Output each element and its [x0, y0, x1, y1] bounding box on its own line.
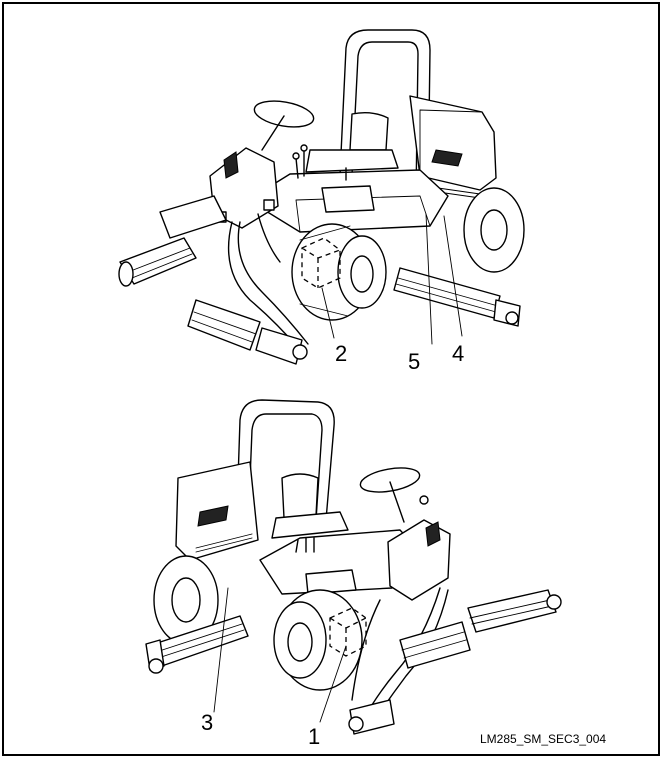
hose-top-a [227, 221, 301, 351]
figure-id: LM285_SM_SEC3_004 [480, 732, 607, 746]
rops-bar-top [339, 29, 431, 199]
callout-1: 1 [308, 724, 321, 749]
seat-cushion-bottom [271, 511, 349, 539]
tower-panel-top [223, 151, 239, 179]
reel-center-top [187, 299, 261, 351]
seat-back-top [349, 111, 389, 151]
leader-3 [213, 587, 229, 713]
hood-vent-bottom [197, 505, 229, 527]
floor-plate-bottom [305, 569, 357, 595]
leader-1 [319, 645, 347, 723]
callout-4: 4 [452, 341, 465, 366]
callout-3: 3 [201, 710, 214, 735]
leader-4 [443, 215, 463, 337]
levers-top [295, 149, 347, 181]
reel-right-top [393, 267, 501, 319]
callout-5: 5 [408, 349, 421, 374]
seat-cushion-top [305, 149, 399, 173]
leader-2 [321, 287, 335, 339]
engine-hood-edge [419, 109, 483, 177]
floor-plate-top [321, 185, 375, 213]
mower-top [118, 29, 525, 365]
leader-5 [425, 213, 433, 345]
hood-vent-top [431, 149, 463, 167]
levers-bottom [295, 537, 315, 553]
reel-right-bottom [467, 589, 557, 633]
steering-wheel-bottom [359, 467, 421, 493]
callout-2: 2 [335, 341, 348, 366]
rops-bar-bottom [237, 399, 335, 521]
mower-bottom [145, 399, 562, 735]
seat-back-bottom [281, 473, 319, 519]
reel-center-bottom [399, 621, 471, 669]
hidden-component-1 [329, 607, 367, 657]
hidden-component-2 [301, 237, 341, 289]
rops-bar-top-inner [351, 41, 419, 197]
steering-wheel-top [253, 100, 315, 128]
reel-arm-left-top [159, 195, 227, 239]
